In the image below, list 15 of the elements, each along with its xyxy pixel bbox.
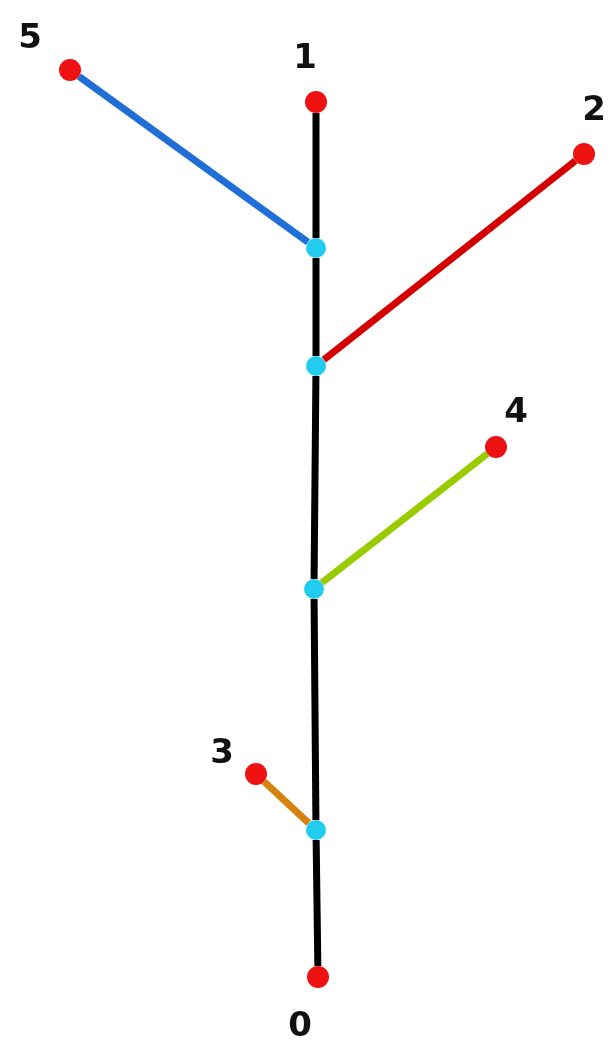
connector-line bbox=[76, 73, 310, 245]
connector-line bbox=[321, 158, 578, 363]
node-number: 4 bbox=[503, 392, 529, 428]
connector-line bbox=[310, 375, 320, 580]
connector-line bbox=[310, 598, 320, 821]
connector-line bbox=[312, 113, 320, 238]
node-number: 2 bbox=[581, 90, 607, 126]
connector-line bbox=[261, 778, 312, 826]
connector-line bbox=[319, 451, 490, 586]
connector-line bbox=[312, 258, 320, 356]
node-number: 0 bbox=[287, 1006, 313, 1042]
node-number: 1 bbox=[292, 38, 318, 74]
node-number: 5 bbox=[17, 18, 43, 54]
connector-line bbox=[312, 839, 322, 967]
node-number: 3 bbox=[209, 733, 235, 769]
